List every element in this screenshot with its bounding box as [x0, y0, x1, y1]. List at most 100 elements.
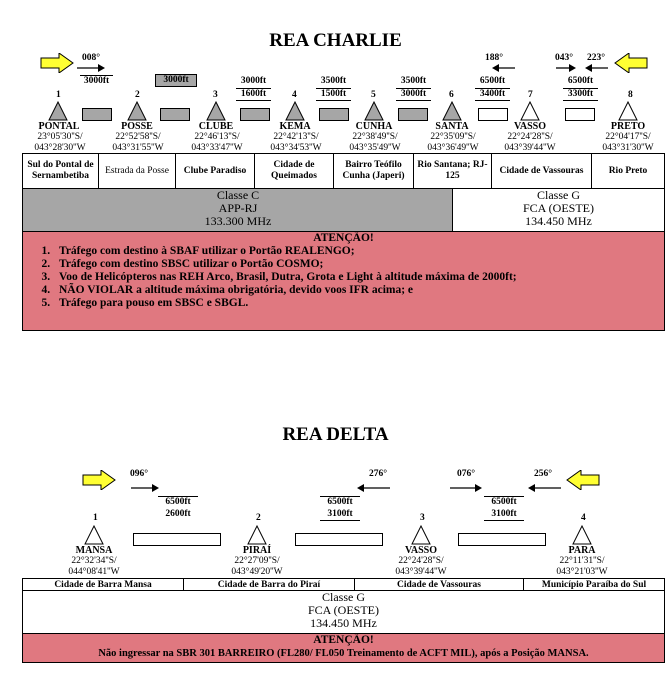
waypoint-triangle-icon	[411, 525, 431, 545]
right-arrow-icon	[556, 64, 576, 72]
attention-text: Não ingressar na SBR 301 BARREIRO (FL280…	[98, 648, 589, 659]
point-name: PRETO	[610, 121, 646, 132]
delta-heading-076: 076°	[457, 469, 476, 479]
point-number: 4	[581, 513, 586, 523]
location-cell: Cidade de Barra Mansa	[23, 579, 184, 591]
location-cell: Cidade de Queimados	[255, 154, 334, 188]
point-number: 2	[135, 90, 140, 100]
attention-item: NÃO VIOLAR a altitude máxima obrigatória…	[53, 284, 664, 297]
right-arrow-icon	[450, 484, 482, 492]
delta-segment-box	[295, 533, 383, 546]
point-number: 4	[292, 90, 297, 100]
charlie-attention-box: ATENÇÃO! Tráfego com destino à SBAF util…	[22, 231, 665, 331]
point-number: 1	[56, 90, 61, 100]
charlie-segment-box	[240, 108, 270, 121]
point-coords: 22°35'09''S/043°36'49''W	[427, 132, 479, 153]
left-arrow-icon	[528, 484, 561, 492]
charlie-heading-188: 188°	[485, 53, 504, 63]
point-coords: 22°27'09''S/043°49'20''W	[231, 556, 283, 577]
waypoint-triangle-icon	[572, 525, 592, 545]
point-coords: 22°52'58''S/043°31'55''W	[112, 132, 164, 153]
right-arrow-icon	[77, 64, 105, 72]
waypoint-triangle-icon	[285, 101, 305, 121]
waypoint-triangle-icon	[520, 101, 540, 121]
location-cell: Município Paraíba do Sul	[541, 579, 647, 590]
point-number: 3	[420, 513, 425, 523]
point-number: 5	[371, 90, 376, 100]
point-number: 8	[628, 90, 633, 100]
left-arrow-icon	[585, 64, 608, 72]
location-cell: Estrada da Posse	[99, 154, 176, 188]
point-coords: 22°46'13''S/043°33'47''W	[191, 132, 243, 153]
charlie-entry-arrow-right-icon	[614, 53, 648, 73]
point-coords: 23°05'30''S/043°28'30''W	[34, 132, 86, 153]
charlie-segment-box	[478, 108, 508, 121]
waypoint-triangle-icon	[442, 101, 462, 121]
attention-item: Voo de Helicópteros nas REH Arco, Brasil…	[53, 271, 664, 284]
delta-heading-276: 276°	[369, 469, 388, 479]
point-name: VASSO	[404, 545, 438, 556]
waypoint-triangle-icon	[206, 101, 226, 121]
point-coords: 22°11'31''S/043°21'03''W	[556, 556, 608, 577]
left-arrow-icon	[357, 484, 390, 492]
delta-entry-arrow-right-icon	[566, 470, 600, 490]
point-name: PARA	[568, 545, 596, 556]
location-cell: Rio Santana; RJ-125	[414, 154, 492, 188]
point-name: PIRAÍ	[242, 545, 272, 556]
charlie-heading-008: 008°	[82, 53, 101, 63]
location-cell: Bairro Teófilo Cunha (Japeri)	[334, 154, 414, 188]
waypoint-triangle-icon	[48, 101, 68, 121]
location-cell: Cidade de Vassouras	[355, 579, 524, 591]
point-coords: 22°38'49''S/043°35'49''W	[349, 132, 401, 153]
point-name: VASSO	[513, 121, 547, 132]
charlie-segment-box	[82, 108, 112, 121]
charlie-entry-arrow-left-icon	[40, 53, 74, 73]
attention-item: Tráfego com destino SBSC utilizar o Port…	[53, 258, 664, 271]
point-coords: 22°04'17''S/043°31'30''W	[602, 132, 654, 153]
point-name: KEMA	[279, 121, 311, 132]
charlie-segment-box	[160, 108, 190, 121]
point-number: 7	[528, 90, 533, 100]
point-coords: 22°24'28''S/043°39'44''W	[395, 556, 447, 577]
point-name: CLUBE	[198, 121, 234, 132]
location-cell: Cidade de Vassouras	[492, 154, 592, 188]
charlie-alt-segment-2: 3000ft	[155, 74, 197, 87]
location-cell: Cidade de Barra do Piraí	[184, 579, 355, 591]
delta-heading-096: 096°	[130, 469, 149, 479]
delta-attention-box: ATENÇÃO! Não ingressar na SBR 301 BARREI…	[22, 633, 665, 663]
point-coords: 22°32'34''S/044°08'41''W	[68, 556, 120, 577]
charlie-heading-223: 223°	[587, 53, 606, 63]
attention-title: ATENÇÃO!	[313, 634, 374, 646]
point-coords: 22°42'13''S/043°34'53''W	[270, 132, 322, 153]
location-cell: Rio Preto	[608, 165, 648, 176]
attention-title: ATENÇÃO!	[313, 232, 374, 244]
point-name: PONTAL	[38, 121, 80, 132]
charlie-segment-box	[319, 108, 349, 121]
delta-segment-box	[458, 533, 546, 546]
point-number: 6	[449, 90, 454, 100]
charlie-location-row: Sul do Pontal de Sernambetiba Estrada da…	[22, 153, 665, 189]
attention-item: Tráfego com destino à SBAF utilizar o Po…	[53, 245, 664, 258]
waypoint-triangle-icon	[127, 101, 147, 121]
waypoint-triangle-icon	[618, 101, 638, 121]
point-name: SANTA	[435, 121, 469, 132]
left-arrow-icon	[492, 64, 515, 72]
delta-segment-box	[133, 533, 221, 546]
waypoint-triangle-icon	[247, 525, 267, 545]
delta-title: REA DELTA	[282, 424, 389, 445]
waypoint-triangle-icon	[364, 101, 384, 121]
point-number: 3	[213, 90, 218, 100]
point-name: MANSA	[75, 545, 113, 556]
charlie-segment-box	[565, 108, 595, 121]
